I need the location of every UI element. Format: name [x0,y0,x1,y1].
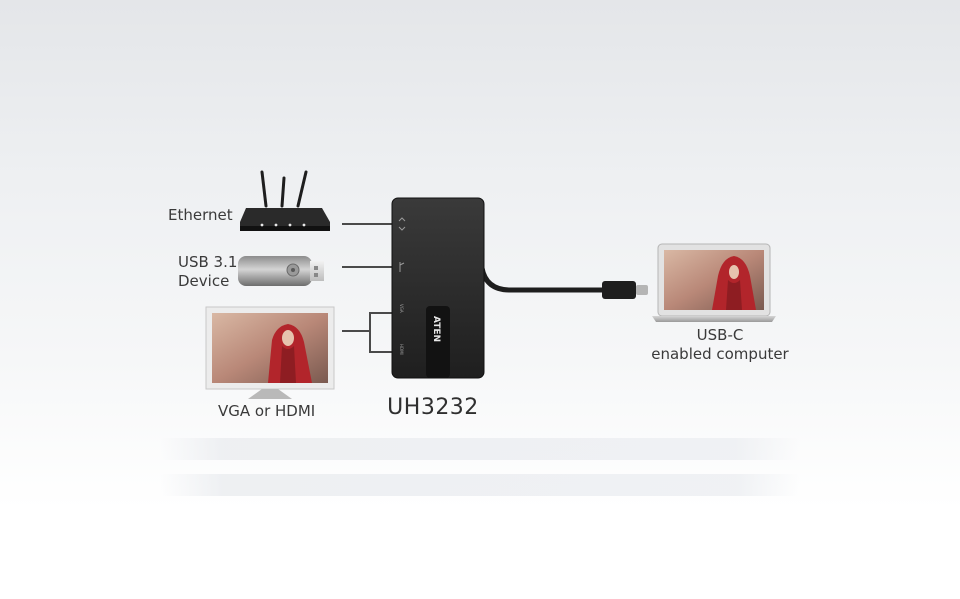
model-label: UH3232 [387,395,479,420]
uh3232-hub: ATEN VGA HDMI [391,197,485,379]
usb-c-cable [479,265,648,299]
router-icon [240,170,330,231]
laptop-icon [652,243,776,322]
usb-device-label: USB 3.1 Device [178,253,238,290]
connector-lines [342,223,392,353]
usb-port-icon [399,262,405,272]
computer-label: USB-C enabled computer [651,326,789,363]
hub-port-label-hdmi: HDMI [399,344,404,355]
display-label: VGA or HDMI [218,402,316,420]
ethernet-port-icon [398,217,406,231]
monitor-icon [205,306,335,399]
hub-brand-label: ATEN [431,316,441,342]
faint-background-band [160,474,800,496]
hub-port-label-vga: VGA [399,304,404,313]
faint-background-band [160,438,800,460]
usb-stick-icon [238,256,324,286]
ethernet-label: Ethernet [168,206,233,224]
